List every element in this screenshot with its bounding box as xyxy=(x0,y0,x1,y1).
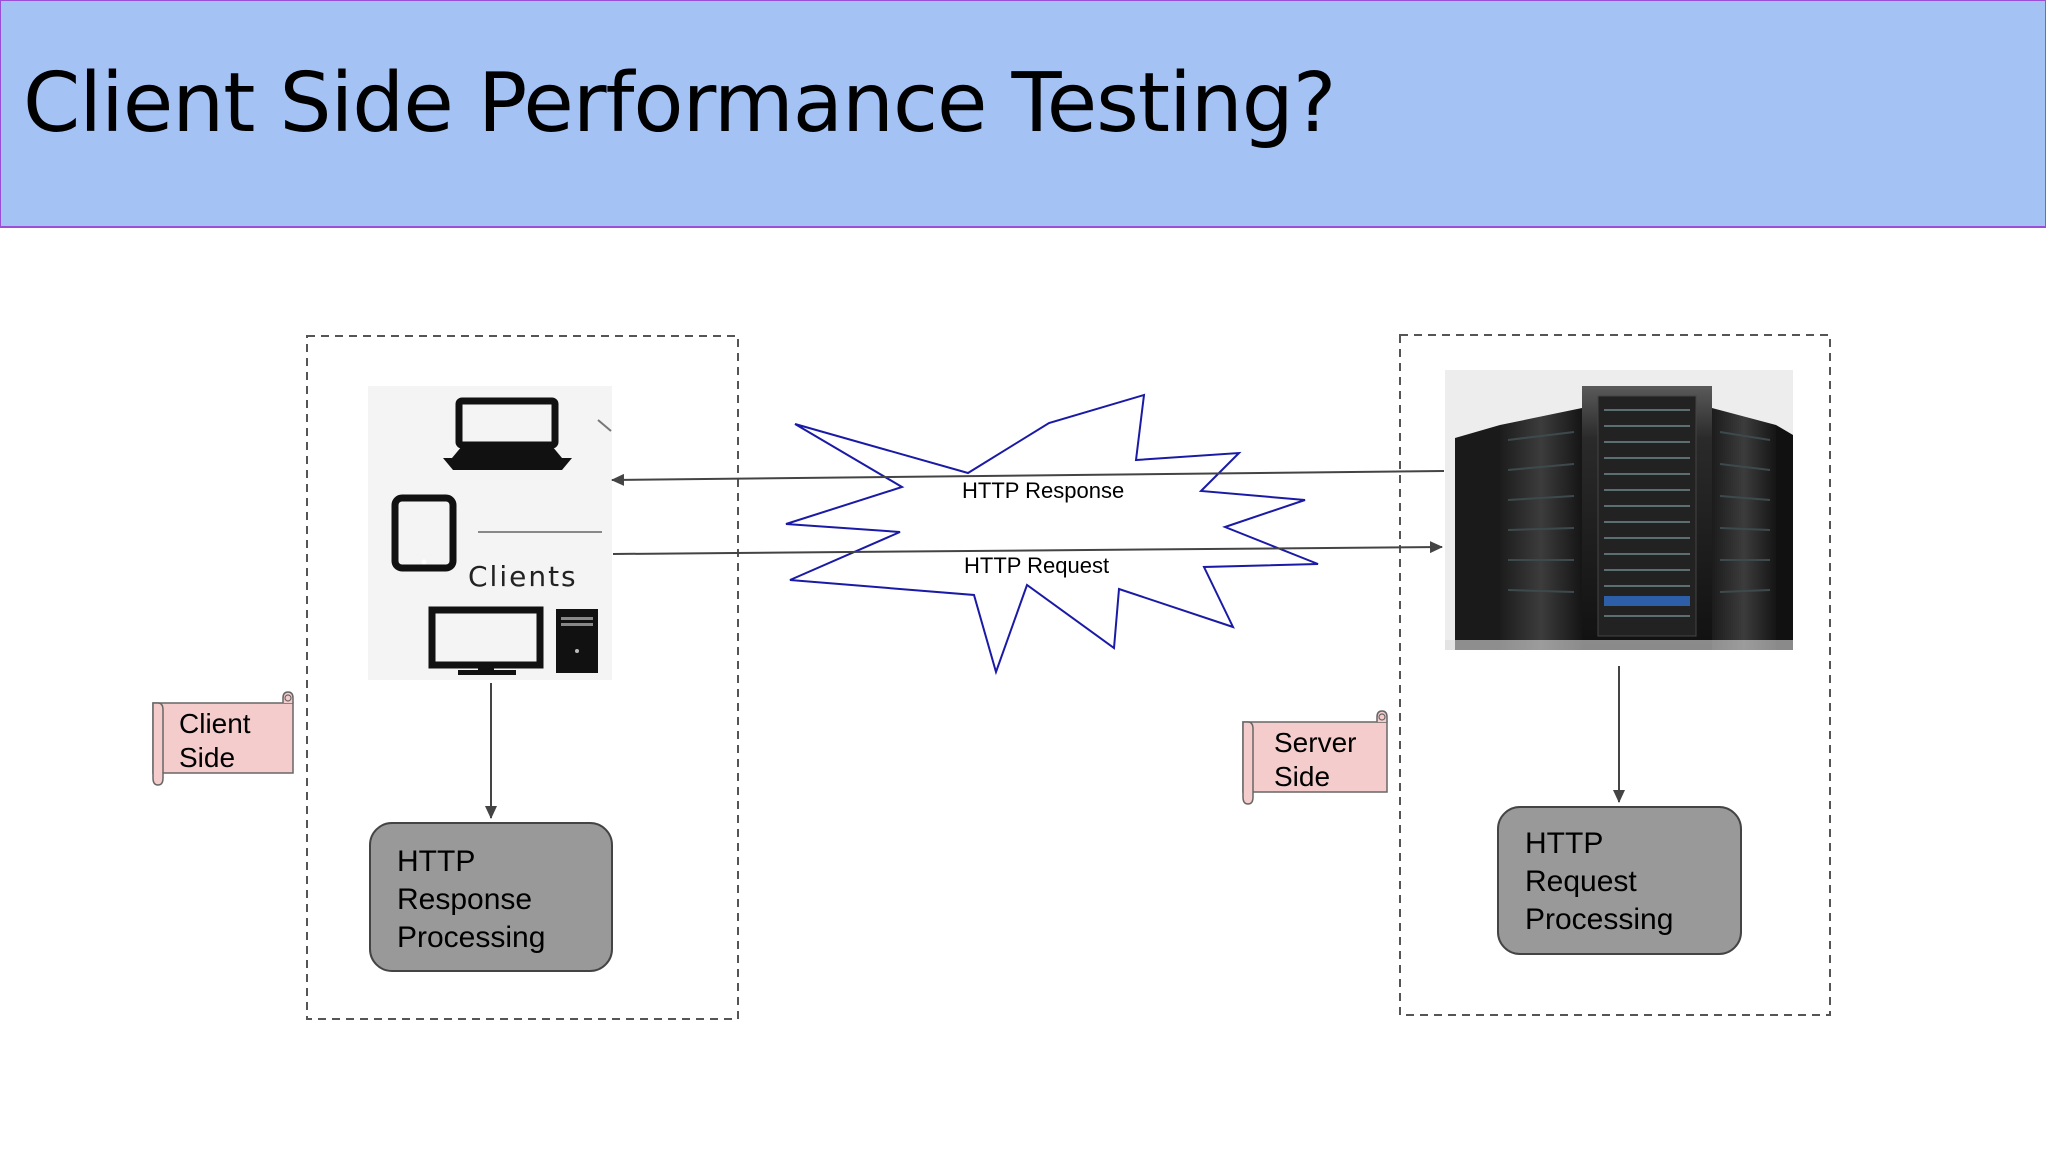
side-rack-stripes xyxy=(1507,431,1771,593)
http-request-label: HTTP Request xyxy=(964,553,1109,578)
clients-caption: Clients xyxy=(468,560,578,593)
box-line: Request xyxy=(1525,865,1637,898)
tag-line: Side xyxy=(179,742,235,773)
server-rack-image xyxy=(1445,370,1793,650)
laptop-icon xyxy=(443,397,572,470)
box-line: Processing xyxy=(397,921,545,954)
http-request-processing-box: HTTP Request Processing xyxy=(1497,806,1742,955)
title-bar: Client Side Performance Testing? xyxy=(0,0,2046,228)
server-unit-stripes xyxy=(1604,409,1690,617)
tag-line: Server xyxy=(1274,727,1356,758)
tag-line: Client xyxy=(179,708,251,739)
server-side-tag: Server Side xyxy=(1242,710,1388,805)
clients-image: Clients xyxy=(368,386,612,680)
slide-title: Client Side Performance Testing? xyxy=(23,56,1336,151)
tablet-icon xyxy=(391,494,457,572)
box-line: HTTP xyxy=(1525,827,1603,860)
network-burst-shape xyxy=(785,393,1319,676)
http-request-arrow xyxy=(612,541,1443,555)
box-line: HTTP xyxy=(397,845,475,878)
server-side-container xyxy=(1399,334,1831,1016)
tag-line: Side xyxy=(1274,761,1330,792)
http-response-processing-box: HTTP Response Processing xyxy=(369,822,613,972)
http-response-label: HTTP Response xyxy=(962,478,1124,503)
divider-line xyxy=(597,419,612,432)
http-response-arrow xyxy=(611,470,1445,486)
computer-tower-icon xyxy=(556,609,598,673)
client-side-tag: Client Side xyxy=(152,691,294,786)
box-line: Response xyxy=(397,883,532,916)
desktop-monitor-icon xyxy=(428,606,544,675)
client-side-container xyxy=(306,335,739,1020)
box-line: Processing xyxy=(1525,903,1673,936)
